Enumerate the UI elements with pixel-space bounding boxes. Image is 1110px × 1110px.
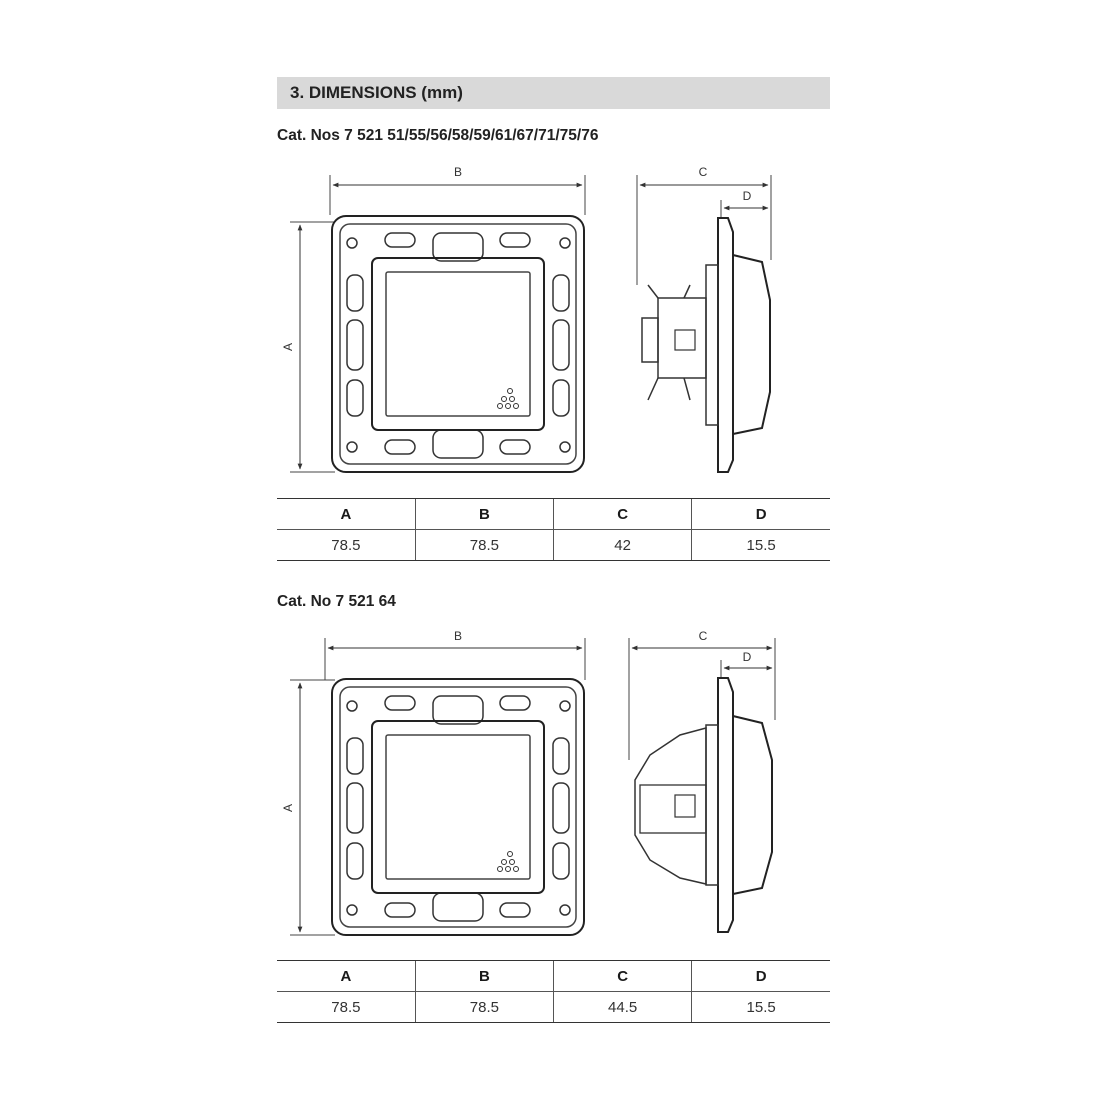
section-title: 3. DIMENSIONS (mm) [290, 83, 463, 102]
table-header-cell: B [414, 498, 554, 530]
table-header-row: A B C D [277, 960, 830, 992]
dim-label-a: A [281, 343, 295, 351]
table-row: 78.5 78.5 42 15.5 [277, 529, 830, 561]
dim-label-d: D [743, 189, 752, 203]
dim-label-c: C [699, 629, 708, 643]
product-2-front-view: B A [281, 629, 586, 936]
table-header-cell: C [552, 960, 692, 992]
section-header: 3. DIMENSIONS (mm) [277, 77, 830, 109]
dim-label-d: D [743, 650, 752, 664]
table-header-cell: B [414, 960, 554, 992]
dim-label-a: A [281, 804, 295, 812]
table-header-cell: A [277, 960, 416, 992]
product-1-side-view: C D [636, 165, 772, 473]
dim-label-b: B [454, 629, 462, 643]
table-header-cell: D [691, 498, 830, 530]
product-2-dimensions-table: A B C D 78.5 78.5 44.5 15.5 [277, 960, 830, 1023]
table-header-row: A B C D [277, 498, 830, 530]
table-cell: 78.5 [277, 991, 416, 1023]
table-cell: 78.5 [414, 991, 554, 1023]
dim-label-b: B [454, 165, 462, 179]
table-header-cell: C [552, 498, 692, 530]
table-row: 78.5 78.5 44.5 15.5 [277, 991, 830, 1023]
table-cell: 15.5 [691, 529, 830, 561]
table-header-cell: D [691, 960, 830, 992]
product-1-title: Cat. Nos 7 521 51/55/56/58/59/61/67/71/7… [277, 127, 599, 144]
product-1-dimensions-table: A B C D 78.5 78.5 42 15.5 [277, 498, 830, 561]
table-cell: 42 [552, 529, 692, 561]
table-cell: 15.5 [691, 991, 830, 1023]
table-cell: 44.5 [552, 991, 692, 1023]
product-2-side-view: C D [628, 629, 776, 933]
product-1-front-view: B A [281, 165, 586, 473]
dim-label-c: C [699, 165, 708, 179]
table-cell: 78.5 [277, 529, 416, 561]
table-cell: 78.5 [414, 529, 554, 561]
product-2-title: Cat. No 7 521 64 [277, 593, 396, 610]
table-header-cell: A [277, 498, 416, 530]
